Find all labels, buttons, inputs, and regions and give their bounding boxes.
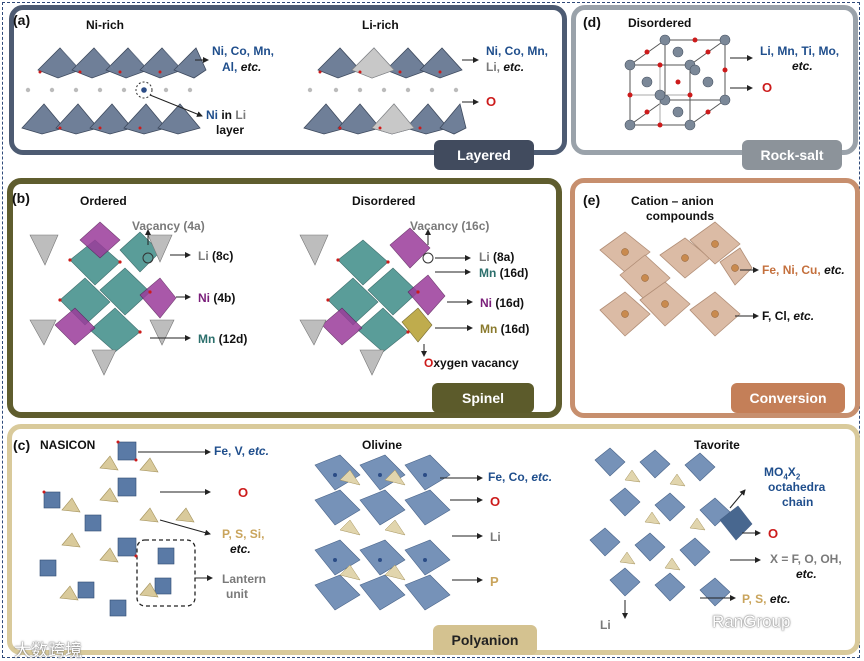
lantern-label-2: unit — [226, 587, 248, 601]
tavorite-ps-label: P, S, etc. — [742, 592, 791, 606]
nasicon-pssi-label: P, S, Si, — [222, 527, 264, 541]
vacancy-4a-label: Vacancy (4a) — [132, 219, 205, 233]
olivine-o-label: O — [490, 494, 500, 509]
nasicon-o-label: O — [238, 485, 248, 500]
tavorite-etc: etc. — [796, 567, 817, 581]
li-rich-metals-label: Ni, Co, Mn, — [486, 44, 548, 58]
rocksalt-title: Disordered — [628, 16, 691, 30]
tavorite-li-label: Li — [600, 618, 611, 632]
conversion-title-1: Cation – anion — [631, 194, 714, 208]
ni-rich-metals-label: Ni, Co, Mn, — [212, 44, 274, 58]
mn-16d-label: Mn (16d) — [479, 266, 528, 280]
li-rich-metals-label-2: Li, etc. — [486, 60, 524, 74]
conversion-anions-label: F, Cl, etc. — [762, 309, 814, 323]
polyanion-tag: Polyanion — [433, 625, 537, 655]
spinel-disordered-title: Disordered — [352, 194, 415, 208]
olivine-structure — [315, 455, 482, 610]
rocksalt-etc: etc. — [792, 59, 813, 73]
conversion-metals-label: Fe, Ni, Cu, etc. — [762, 263, 845, 277]
ni-rich-structure — [22, 48, 208, 134]
conversion-title-2: compounds — [646, 209, 714, 223]
rocksalt-o-label: O — [762, 80, 772, 95]
olivine-metals-label: Fe, Co, etc. — [488, 470, 552, 484]
vacancy-16c-label: Vacancy (16c) — [410, 219, 489, 233]
panel-c-letter: (c) — [13, 437, 30, 453]
panel-e-letter: (e) — [583, 192, 600, 208]
conversion-structure — [600, 222, 758, 336]
nasicon-etc: etc. — [230, 542, 251, 556]
spinel-disordered — [300, 228, 472, 375]
lantern-label-1: Lantern — [222, 572, 266, 586]
ni-16d-label: Ni (16d) — [480, 296, 524, 310]
rocksalt-metals-label: Li, Mn, Ti, Mo, — [760, 44, 839, 58]
mn-12d-label: Mn (12d) — [198, 332, 247, 346]
watermark-right: RanGroup — [712, 612, 790, 632]
spinel-tag: Spinel — [432, 383, 534, 413]
rocksalt-atoms — [625, 35, 752, 130]
tavorite-x-label: X = F, O, OH, — [770, 552, 842, 566]
panel-a-letter: (a) — [13, 12, 30, 28]
tavorite-structure — [590, 448, 760, 618]
layer-label: layer — [216, 123, 244, 137]
ni-4b-label: Ni (4b) — [198, 291, 235, 305]
layered-o-label: O — [486, 94, 496, 109]
ni-rich-title: Ni-rich — [86, 18, 124, 32]
li-rich-structure — [304, 48, 478, 134]
li-8a-label: Li (8a) — [479, 250, 514, 264]
panel-d-letter: (d) — [583, 14, 601, 30]
chain-label: chain — [782, 495, 813, 509]
nasicon-title: NASICON — [40, 438, 95, 452]
watermark-left: 大数跨境 — [14, 636, 82, 661]
nasicon-structure — [40, 441, 212, 617]
conversion-tag: Conversion — [731, 383, 845, 413]
spinel-ordered-title: Ordered — [80, 194, 127, 208]
li-rich-title: Li-rich — [362, 18, 399, 32]
olivine-title: Olivine — [362, 438, 402, 452]
tavorite-o-label: O — [768, 526, 778, 541]
spinel-ordered — [30, 222, 190, 375]
nasicon-metals-label: Fe, V, etc. — [214, 444, 269, 458]
oxygen-vacancy-label: Oxygen vacancy — [424, 356, 519, 370]
ni-rich-metals-label-2: Al, etc. — [222, 60, 261, 74]
octahedra-label: octahedra — [768, 480, 825, 494]
ni-in-li-layer-label: Ni in Li — [206, 108, 246, 122]
rocksalt-tag: Rock-salt — [742, 140, 842, 170]
li-8c-label: Li (8c) — [198, 249, 233, 263]
olivine-li-label: Li — [490, 530, 501, 544]
panel-b-letter: (b) — [12, 190, 30, 206]
olivine-p-label: P — [490, 574, 499, 589]
tavorite-title: Tavorite — [694, 438, 740, 452]
mo4x2-label: MO4X2 — [764, 465, 800, 481]
mn-16d-olive-label: Mn (16d) — [480, 322, 529, 336]
layered-tag: Layered — [434, 140, 534, 170]
